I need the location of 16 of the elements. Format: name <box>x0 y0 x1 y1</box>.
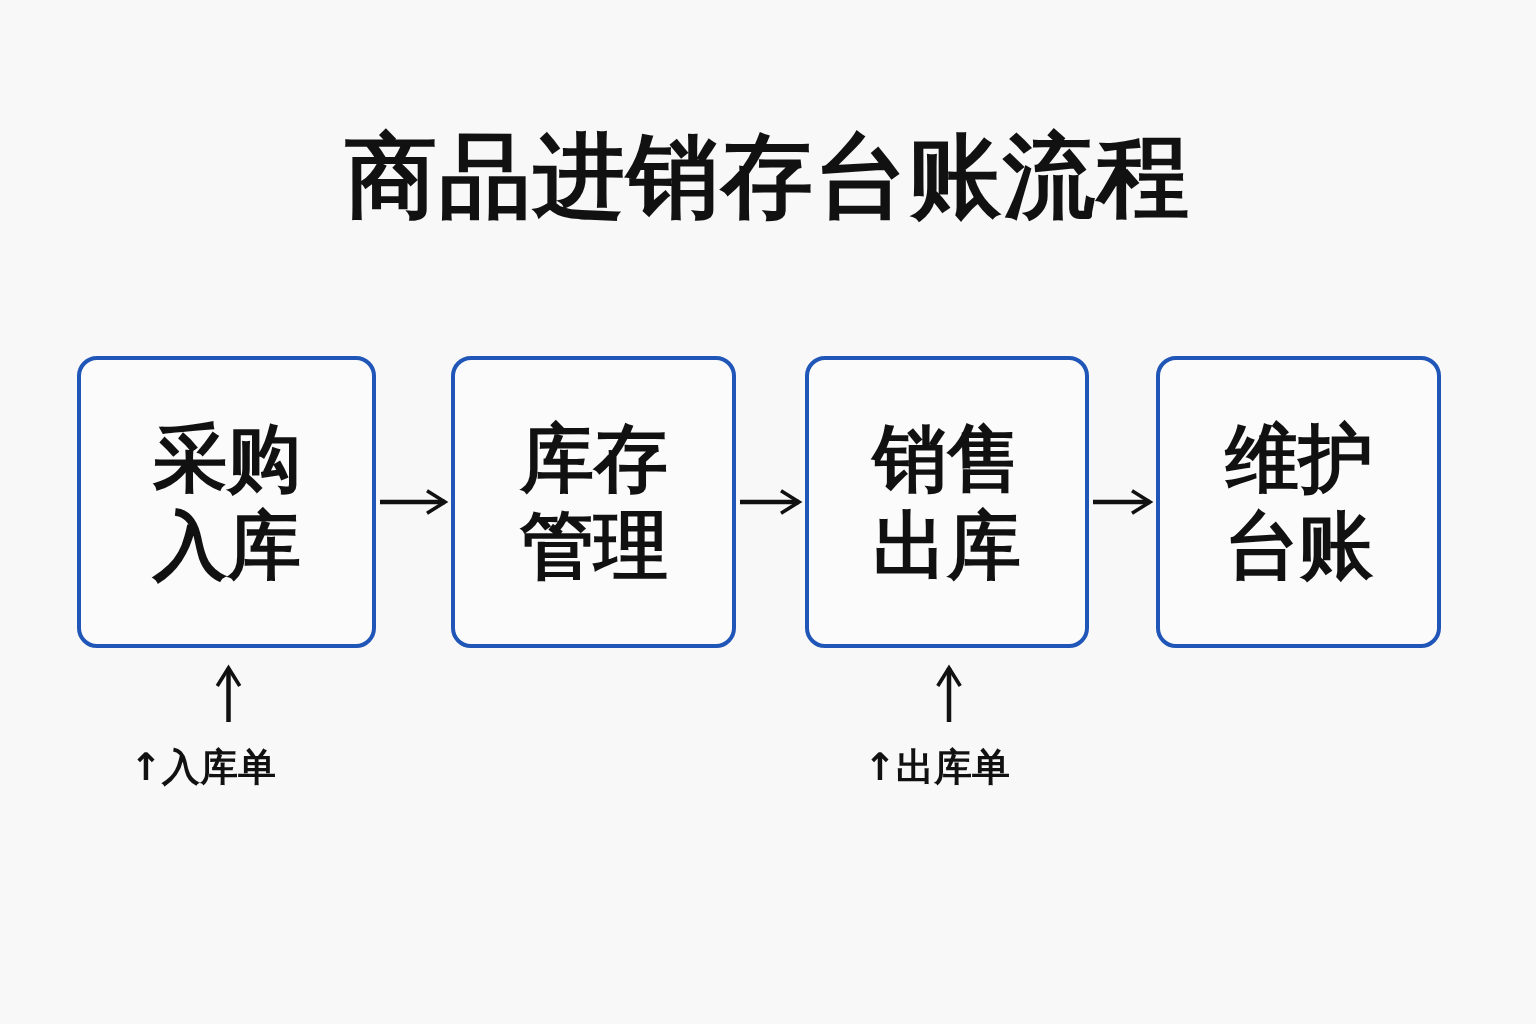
step-label: 维护台账 <box>1223 415 1374 589</box>
diagram-title: 商品进销存台账流程 <box>344 122 1192 232</box>
arrow <box>740 488 801 516</box>
process-box <box>1156 356 1441 648</box>
arrow <box>380 488 447 516</box>
step-label: 库存管理 <box>518 415 669 589</box>
document-label: ↑出库单 <box>864 745 1010 789</box>
step-label: 采购入库 <box>151 415 302 589</box>
arrow <box>215 666 242 722</box>
arrow <box>935 666 963 722</box>
process-box <box>77 356 376 648</box>
arrow <box>1093 488 1152 516</box>
process-box <box>805 356 1089 648</box>
process-box <box>451 356 736 648</box>
step-label: 销售出库 <box>871 415 1022 589</box>
document-label: ↑入库单 <box>130 745 276 789</box>
